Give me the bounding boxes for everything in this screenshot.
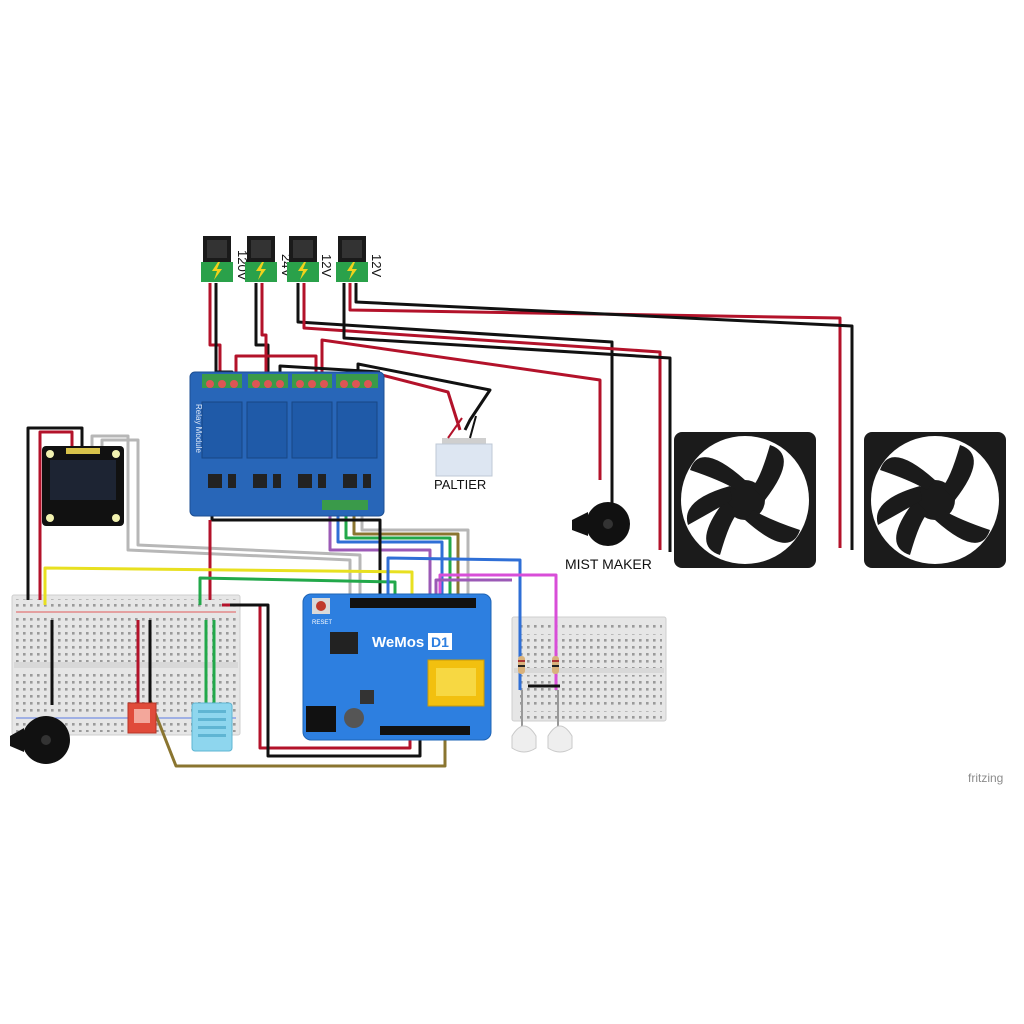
dc-jack-12v-b [336, 236, 368, 282]
oled-display [42, 446, 124, 526]
jack-label-12v-a: 12V [319, 254, 334, 277]
mist-maker-buzzer [572, 502, 630, 546]
wire-yellow [43, 566, 414, 605]
wire-blue [336, 508, 444, 600]
wire-magenta [438, 573, 558, 690]
wire-purple [434, 578, 512, 600]
relay-silk-text: Relay Module [194, 404, 203, 453]
led-1 [511, 690, 537, 753]
relay-1 [201, 401, 243, 459]
relay-3 [291, 401, 333, 459]
wires [26, 283, 854, 768]
wemos-reset-label: RESET [312, 620, 332, 626]
wire-black [254, 283, 270, 380]
wire-blue [386, 556, 522, 690]
sensor-module-red [127, 702, 157, 734]
wire-black [296, 283, 614, 540]
left-buzzer [10, 716, 70, 764]
wire-gray [90, 434, 352, 600]
peltier-icon [435, 415, 493, 477]
resistor-2 [552, 656, 559, 674]
right-breadboard [511, 616, 667, 722]
peltier-label: PALTIER [434, 477, 486, 492]
led-2 [547, 690, 573, 753]
jack-label-12v-b: 12V [369, 254, 384, 277]
dc-jack-120v [201, 236, 233, 282]
fan-2 [864, 432, 1006, 568]
mist-maker-label: MIST MAKER [565, 556, 652, 572]
relay-module: Relay Module [189, 371, 385, 517]
fritzing-watermark: fritzing [968, 771, 1003, 785]
resistor-1 [518, 656, 525, 674]
wire-red [260, 283, 268, 380]
wire-black [354, 283, 854, 550]
wemos-title-a: WeMos [372, 634, 424, 651]
wire-red [38, 430, 74, 600]
wire-black [26, 426, 84, 600]
wire-red [320, 338, 602, 480]
relay-4 [336, 401, 378, 459]
dc-jack-24v [245, 236, 277, 282]
wire-green [198, 576, 397, 605]
wire-black [230, 603, 422, 758]
fan-1 [674, 432, 816, 568]
dht-sensor [191, 702, 233, 752]
dc-jack-12v-a [287, 236, 319, 282]
relay-2 [246, 401, 288, 459]
wire-red [302, 283, 662, 550]
wire-green [344, 508, 452, 600]
wire-gray [360, 508, 470, 600]
wire-black [214, 283, 234, 382]
wire-black [342, 283, 672, 552]
wire-brown [148, 699, 447, 768]
wire-gray [100, 438, 362, 600]
wemos-d1-board [302, 593, 492, 741]
wemos-title-b: D1 [431, 634, 449, 650]
relay-terminals [202, 374, 378, 388]
